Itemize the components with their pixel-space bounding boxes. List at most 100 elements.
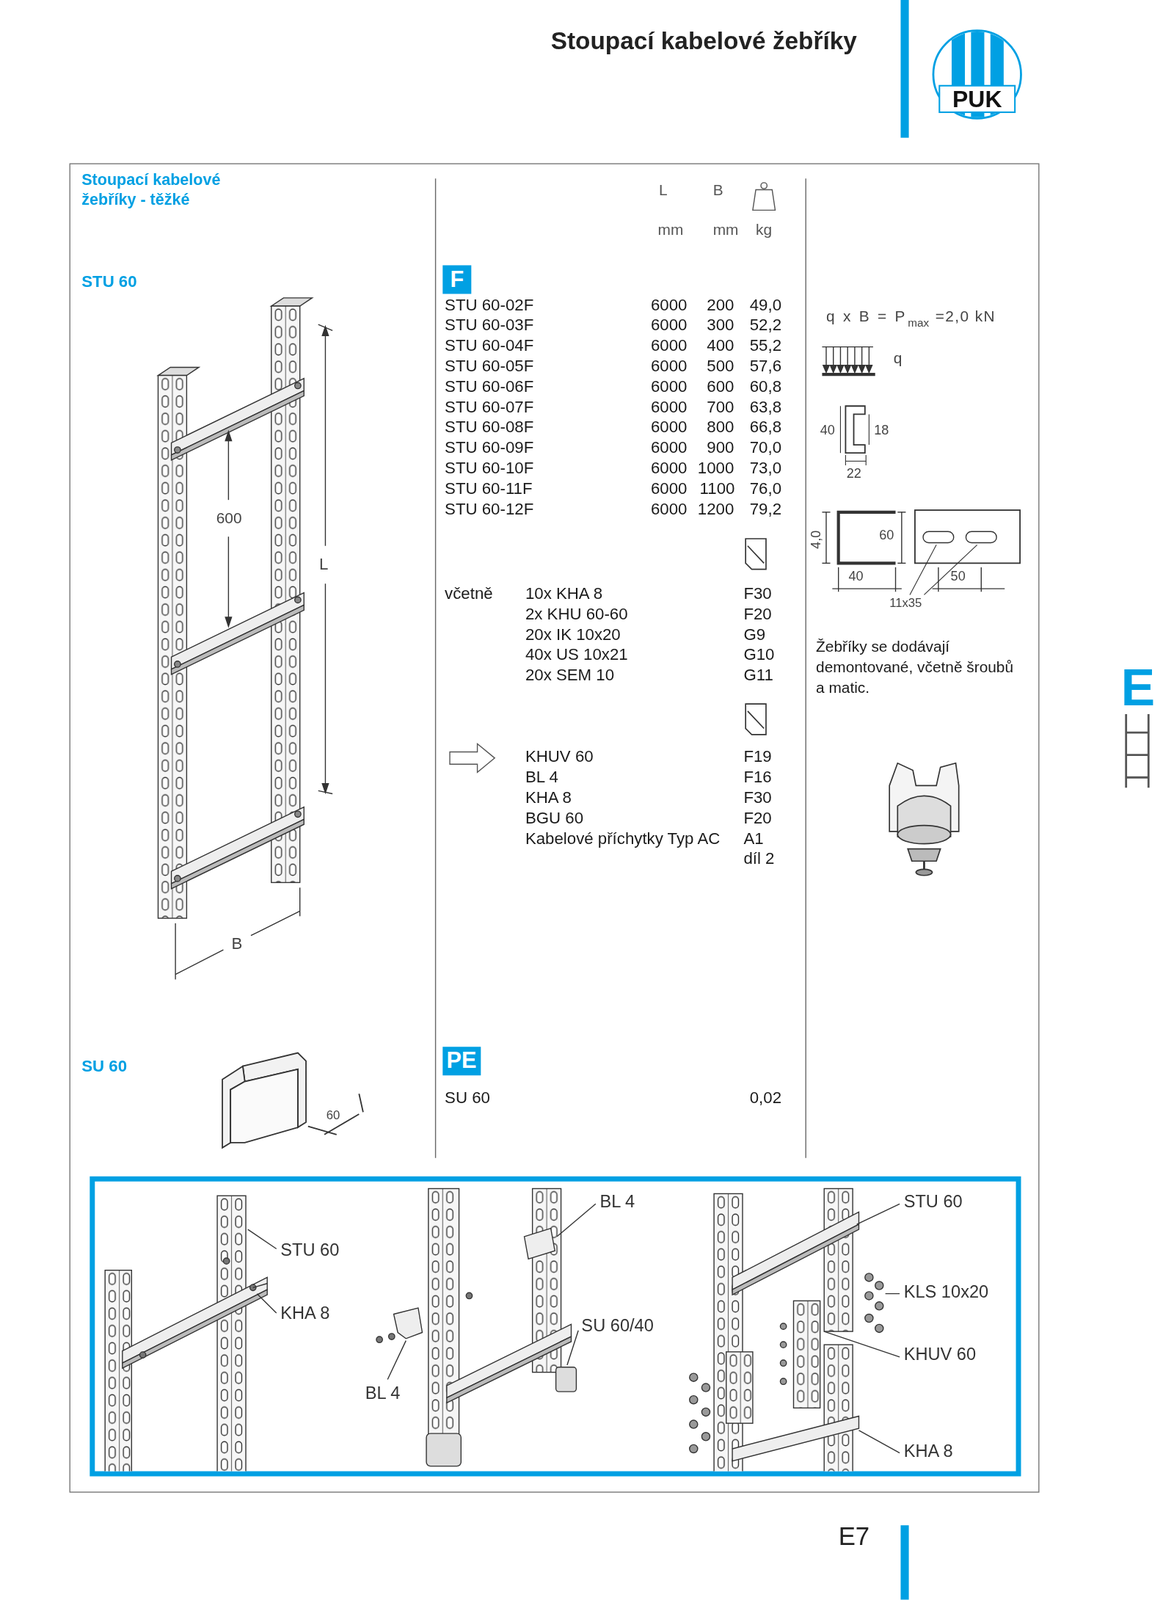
table-cell: 1100 <box>699 478 736 499</box>
table-cell: KHA 8 <box>525 787 572 808</box>
section-badge: PE <box>442 1046 480 1075</box>
unit-header: mm <box>658 220 684 239</box>
page-reference: F30 <box>743 583 772 604</box>
table-cell: 6000 <box>650 437 687 458</box>
table-cell: 2x KHU 60-60 <box>525 603 629 624</box>
table-cell: včetně <box>444 583 494 604</box>
assembly-sketches <box>104 1187 900 1471</box>
table-cell: 70,0 <box>749 437 782 458</box>
ladder-illustration <box>157 297 312 918</box>
part-callout: KHA 8 <box>903 1441 954 1462</box>
table-cell: STU 60-06F <box>444 376 534 397</box>
table-cell: 79,2 <box>749 498 782 519</box>
table-cell: SU 60 <box>444 1087 491 1108</box>
arrow-icon <box>449 743 495 772</box>
table-cell: 49,0 <box>749 294 782 315</box>
page-reference: G11 <box>743 664 773 685</box>
dimension: B <box>231 933 243 954</box>
table-cell: 600 <box>706 376 734 397</box>
table-cell: 20x IK 10x20 <box>525 624 621 645</box>
table-cell: STU 60-04F <box>444 335 534 356</box>
dimension-lines <box>175 324 333 979</box>
page-reference: F30 <box>743 787 772 808</box>
table-cell: 66,8 <box>749 417 782 438</box>
page-reference: G9 <box>743 624 766 645</box>
formula-subscript: max <box>907 316 929 330</box>
table-cell: 63,8 <box>749 396 782 417</box>
logo-text: PUK <box>931 85 1023 114</box>
load-diagram <box>821 347 875 375</box>
column-divider <box>804 178 806 1158</box>
product-heading: SU 60 <box>81 1055 127 1076</box>
dimension: 18 <box>873 422 889 439</box>
page-reference: F20 <box>743 603 772 624</box>
unit-header: mm <box>713 220 739 239</box>
section-heading: Stoupací kabelové žebříky - těžké <box>81 169 260 211</box>
note: Žebříky se dodávají demontované, včetně … <box>815 636 1026 698</box>
table-cell: 6000 <box>650 294 687 315</box>
table-cell: 10x KHA 8 <box>525 583 603 604</box>
table-cell: STU 60-08F <box>444 417 534 438</box>
page-title: Stoupací kabelové žebříky <box>551 26 858 56</box>
table-cell: 200 <box>706 294 734 315</box>
table-cell: STU 60-10F <box>444 457 534 478</box>
part-callout: BL 4 <box>599 1191 635 1213</box>
table-cell: 40x US 10x21 <box>525 644 629 665</box>
table-cell: 500 <box>706 355 734 376</box>
table-cell: 57,6 <box>749 355 782 376</box>
dimension: 60 <box>326 1107 341 1123</box>
unit-header: kg <box>755 220 772 239</box>
table-cell: 55,2 <box>749 335 782 356</box>
table-cell: 6000 <box>650 376 687 397</box>
brand-logo: PUK <box>931 28 1023 121</box>
table-cell: 400 <box>706 335 734 356</box>
badge-text: PE <box>442 1046 480 1075</box>
part-callout: BL 4 <box>365 1383 401 1404</box>
table-cell: 1000 <box>697 457 734 478</box>
page-reference: G10 <box>743 644 775 665</box>
table-cell: STU 60-12F <box>444 498 534 519</box>
table-cell: STU 60-03F <box>444 315 534 336</box>
dimension: 40 <box>820 422 836 439</box>
formula: q x B = P <box>826 306 907 326</box>
page-reference: F20 <box>743 807 772 828</box>
table-cell: 73,0 <box>749 457 782 478</box>
table-cell: 6000 <box>650 417 687 438</box>
column-header: L <box>658 180 668 199</box>
dimension: L <box>319 553 328 574</box>
table-cell: STU 60-05F <box>444 355 534 376</box>
table-cell: 76,0 <box>749 478 782 499</box>
blue-bar <box>900 1524 909 1599</box>
table-cell: BL 4 <box>525 766 559 787</box>
table-cell: STU 60-11F <box>444 478 532 499</box>
column-header: B <box>713 180 724 199</box>
table-cell: 52,2 <box>749 315 782 336</box>
profile-section <box>840 405 869 466</box>
table-cell: Kabelové příchytky Typ AC <box>525 828 720 849</box>
table-cell: BGU 60 <box>525 807 584 828</box>
dimension: 4,0 <box>807 530 825 549</box>
part-callout: STU 60 <box>903 1191 963 1213</box>
page-reference: A1 <box>743 828 764 849</box>
table-cell: STU 60-09F <box>444 437 534 458</box>
table-cell: STU 60-02F <box>444 294 534 315</box>
table-cell: 6000 <box>650 335 687 356</box>
part-callout: KHA 8 <box>280 1303 330 1325</box>
page-number: E7 <box>838 1519 871 1551</box>
page-frame <box>69 163 1039 1492</box>
table-cell: 20x SEM 10 <box>525 664 615 685</box>
part-callout: KLS 10x20 <box>903 1281 990 1303</box>
channel-profile <box>821 509 1020 595</box>
part-callout: STU 60 <box>280 1240 339 1261</box>
table-cell: 1200 <box>697 498 734 519</box>
dimension: 50 <box>950 567 966 585</box>
section-tab: E <box>1121 656 1155 718</box>
part-callout: SU 60/40 <box>581 1315 654 1337</box>
table-cell: 300 <box>706 315 734 336</box>
ladder-tab-icon <box>1126 713 1150 788</box>
dimension: 40 <box>848 567 864 585</box>
cable-clamp <box>889 763 960 876</box>
product-heading: STU 60 <box>81 271 137 292</box>
table-cell: 0,02 <box>749 1087 782 1108</box>
